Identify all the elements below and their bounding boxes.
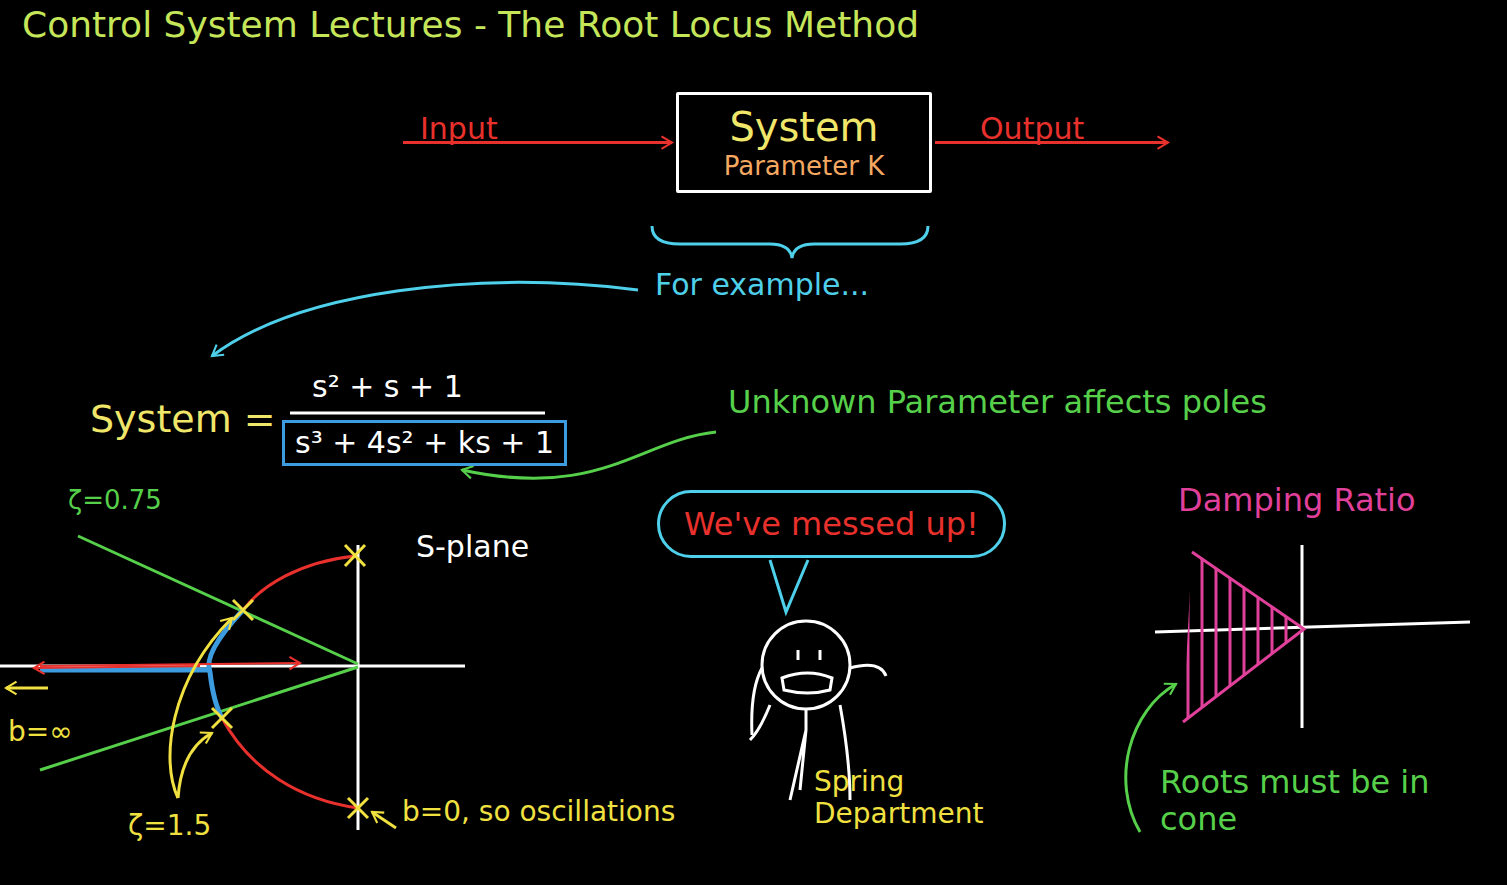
callout-arrow [170, 618, 232, 798]
damping-line [40, 667, 358, 770]
signal-label: Input [420, 112, 498, 147]
box-text: Parameter K [724, 151, 885, 182]
speech-text: We've messed up! [684, 505, 979, 543]
imag-axis [357, 545, 360, 830]
pole-marks [212, 545, 368, 818]
heading: Damping Ratio [1178, 482, 1416, 519]
figure-label: Spring Department [814, 766, 1004, 830]
box-text: System [729, 103, 878, 151]
plane-label: S-plane [416, 530, 529, 565]
hatch-stroke [1243, 540, 1246, 730]
callout-arrow [178, 733, 212, 798]
damping-label: ζ=1.5 [128, 810, 211, 842]
fraction-bar [290, 412, 545, 415]
numerator: s² + s + 1 [312, 370, 463, 405]
hatch-stroke [1271, 540, 1274, 730]
callout-arrow [6, 687, 48, 690]
pointer-arrow [212, 283, 638, 356]
note: For example... [655, 268, 869, 303]
imag-axis [1301, 545, 1304, 728]
hatch-stroke [1215, 540, 1218, 730]
denominator-box: s³ + 4s² + ks + 1 [282, 420, 567, 466]
curly-brace [652, 226, 928, 258]
system-box: SystemParameter K [676, 92, 932, 193]
note: Unknown Parameter affects poles [728, 384, 1267, 421]
bubble-tail [770, 560, 808, 612]
equation-label: System = [90, 398, 276, 442]
locus-branch [222, 718, 358, 808]
hatch-stroke [1257, 540, 1260, 730]
equation-text: s³ + 4s² + ks + 1 [295, 425, 554, 461]
gain-label: b=∞ [8, 716, 73, 748]
page-title: Control System Lectures - The Root Locus… [22, 4, 919, 45]
hatch-stroke [1229, 540, 1232, 730]
note: Roots must be in cone [1160, 764, 1460, 838]
damping-label: ζ=0.75 [68, 486, 162, 516]
speech-bubble: We've messed up! [657, 490, 1006, 558]
callout-arrow [372, 812, 396, 828]
note: b=0, so oscillations [402, 796, 675, 828]
signal-label: Output [980, 112, 1084, 147]
locus-branch [243, 556, 355, 610]
hatch-stroke [1187, 540, 1190, 730]
hatch-stroke [1285, 540, 1288, 730]
locus-arrow [34, 666, 200, 668]
cone-hatching [1188, 540, 1286, 730]
hatch-stroke [1201, 540, 1204, 730]
